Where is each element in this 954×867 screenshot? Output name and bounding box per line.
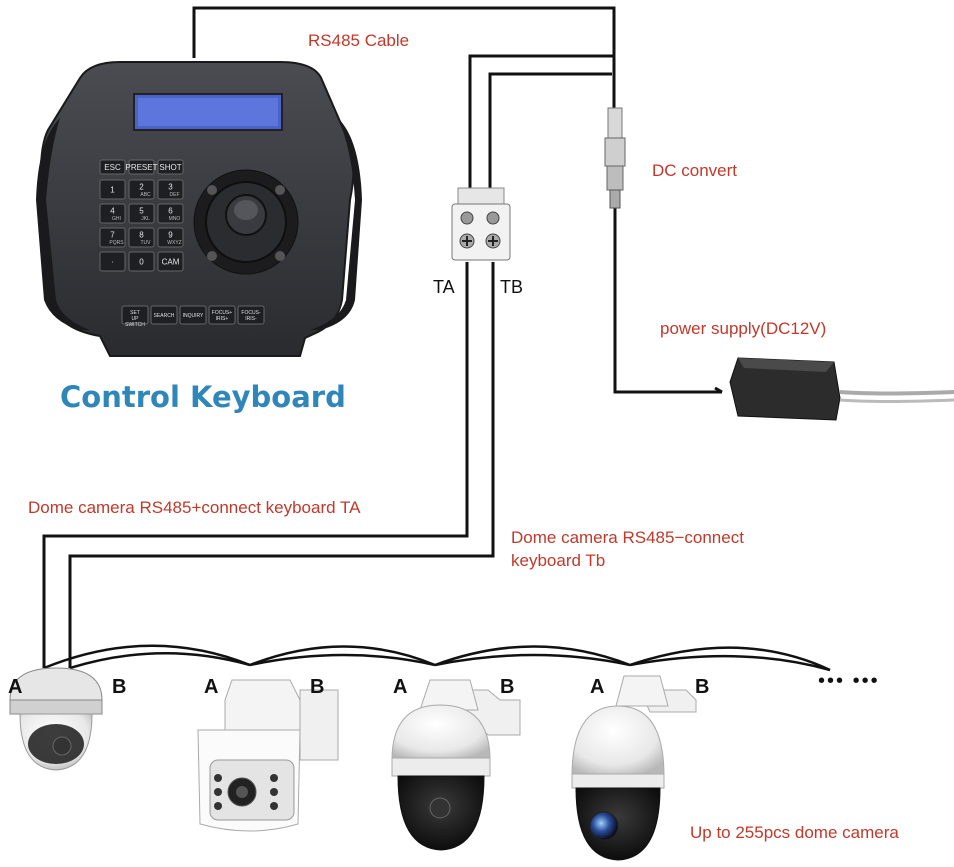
tb-label: TB: [500, 277, 524, 297]
power-supply: [714, 357, 954, 421]
keypad-key-9: ·: [99, 251, 126, 272]
minus-connect-label-line1: Dome camera RS485−connect: [511, 528, 744, 547]
ta-tb-wires: [42, 72, 612, 668]
svg-text:5: 5: [139, 207, 144, 216]
power-wire: [613, 205, 722, 394]
svg-text:IRIS+: IRIS+: [216, 316, 229, 322]
camera-1-mini-dome: [9, 667, 103, 771]
key-esc: ESC: [99, 159, 126, 175]
ta-label: TA: [433, 277, 455, 297]
svg-text:ABC: ABC: [140, 192, 151, 198]
camera-4-ptz-dome: [571, 675, 697, 861]
svg-text:PQRS: PQRS: [109, 240, 124, 246]
rs485-cable: [192, 6, 616, 192]
svg-text:CAM: CAM: [162, 258, 180, 267]
svg-text:GHI: GHI: [112, 216, 121, 222]
camera-1-a-label: A: [8, 676, 23, 698]
svg-text:1: 1: [110, 186, 115, 195]
svg-text:7: 7: [110, 231, 115, 240]
camera-4-a-label: A: [590, 676, 605, 698]
svg-text:FOCUS+: FOCUS+: [212, 310, 233, 316]
svg-text:FOCUS-: FOCUS-: [241, 310, 261, 316]
camera-4-b-label: B: [695, 676, 710, 698]
key-preset: PRESET: [125, 159, 158, 175]
terminal-block: [451, 187, 511, 261]
camera-1-b-label: B: [112, 676, 127, 698]
keypad-key-10: 0: [128, 251, 155, 272]
svg-text:8: 8: [139, 231, 144, 240]
camera-3-b-label: B: [500, 676, 515, 698]
svg-text:MNO: MNO: [169, 216, 181, 222]
svg-text:TUV: TUV: [141, 240, 152, 246]
more-cameras-ellipsis: ••• •••: [818, 670, 880, 692]
svg-text:IRIS-: IRIS-: [245, 316, 257, 322]
dc-converter: [604, 107, 626, 209]
keypad-key-0: 1: [99, 179, 126, 200]
svg-text:9: 9: [168, 231, 173, 240]
bottom-key-3: FOCUS+IRIS+: [208, 305, 236, 325]
svg-text:UP: UP: [132, 316, 140, 322]
bottom-key-4: FOCUS-IRIS-: [237, 305, 265, 325]
rs485-cable-label: RS485 Cable: [308, 31, 410, 50]
daisy-chain-wires: [43, 644, 831, 672]
svg-text:0: 0: [139, 258, 144, 267]
svg-text:PRESET: PRESET: [125, 163, 157, 172]
up-to-cameras-label: Up to 255pcs dome camera: [690, 823, 899, 842]
power-supply-label: power supply(DC12V): [660, 319, 827, 338]
svg-text:SEARCH: SEARCH: [154, 313, 175, 319]
svg-text:WXYZ: WXYZ: [167, 240, 181, 246]
dc-convert-label: DC convert: [652, 161, 738, 180]
camera-2-ptz-ir: [197, 679, 339, 832]
control-keyboard-title: Control Keyboard: [60, 380, 346, 414]
svg-text:3: 3: [168, 183, 173, 192]
svg-text:6: 6: [168, 207, 173, 216]
bottom-key-1: SEARCH: [150, 305, 178, 325]
svg-text:INQUIRY: INQUIRY: [183, 313, 204, 319]
svg-text:2: 2: [139, 183, 144, 192]
key-shot: SHOT: [157, 159, 184, 175]
camera-3-a-label: A: [393, 676, 408, 698]
camera-3-ptz-dome: [391, 679, 521, 851]
control-keyboard-device: [36, 61, 362, 357]
svg-text:4: 4: [110, 207, 115, 216]
svg-text:SET: SET: [130, 310, 140, 316]
svg-text:SHOT: SHOT: [159, 163, 181, 172]
svg-text:ESC: ESC: [104, 163, 121, 172]
svg-text:JKL: JKL: [141, 216, 150, 222]
camera-2-a-label: A: [204, 676, 219, 698]
bottom-key-2: INQUIRY: [179, 305, 207, 325]
plus-connect-label: Dome camera RS485+connect keyboard TA: [28, 498, 361, 517]
svg-text:SWITCH: SWITCH: [125, 322, 145, 328]
minus-connect-label-line2: keyboard Tb: [511, 551, 606, 570]
camera-2-b-label: B: [310, 676, 325, 698]
svg-text:DEF: DEF: [170, 192, 180, 198]
svg-text:·: ·: [111, 258, 114, 267]
keypad-key-11: CAM: [157, 251, 184, 272]
